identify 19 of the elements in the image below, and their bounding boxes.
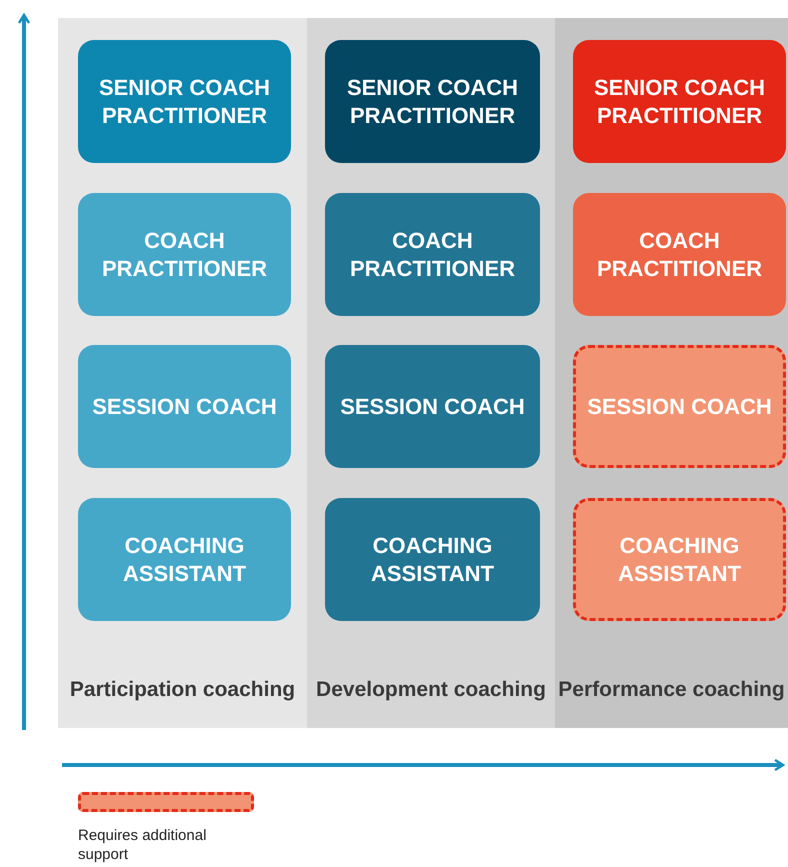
- column-band: [307, 18, 555, 728]
- role-box: SENIOR COACH PRACTITIONER: [573, 40, 786, 163]
- role-box: COACHING ASSISTANT: [78, 498, 291, 621]
- dashed-role-box: COACHING ASSISTANT: [573, 498, 786, 621]
- column-heading: Performance coaching: [557, 677, 786, 703]
- role-box: COACH PRACTITIONER: [325, 193, 540, 316]
- role-box: SENIOR COACH PRACTITIONER: [78, 40, 291, 163]
- role-box: COACH PRACTITIONER: [573, 193, 786, 316]
- column-band: [58, 18, 307, 728]
- legend-label: Requires additional support: [78, 826, 208, 864]
- role-box: COACH PRACTITIONER: [78, 193, 291, 316]
- column-band: [555, 18, 788, 728]
- role-box: SESSION COACH: [325, 345, 540, 468]
- role-box: SENIOR COACH PRACTITIONER: [325, 40, 540, 163]
- role-box: COACHING ASSISTANT: [325, 498, 540, 621]
- column-heading: Development coaching: [315, 677, 547, 703]
- role-box: SESSION COACH: [78, 345, 291, 468]
- dashed-role-box: SESSION COACH: [573, 345, 786, 468]
- column-heading: Participation coaching: [68, 677, 296, 703]
